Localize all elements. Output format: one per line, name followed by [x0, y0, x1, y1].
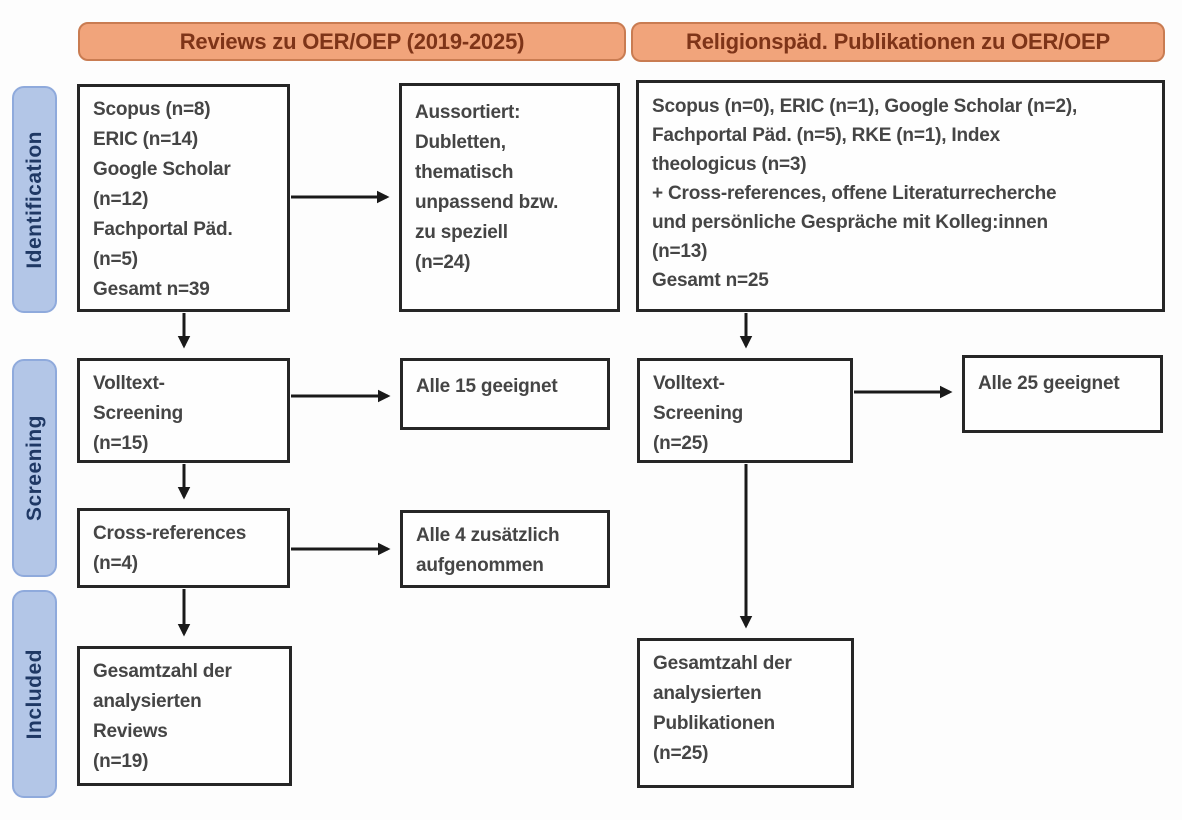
box-right-fulltext-result: Alle 25 geeignet — [962, 355, 1163, 433]
box-left-included: Gesamtzahl der analysierten Reviews (n=1… — [77, 646, 292, 786]
stage-identification: Identification — [12, 86, 57, 313]
box-left-excluded: Aussortiert: Dubletten, thematisch unpas… — [399, 83, 620, 312]
box-left-fulltext-result: Alle 15 geeignet — [400, 358, 610, 430]
box-left-crossref-result: Alle 4 zusätzlich aufgenommen — [400, 510, 610, 588]
stage-included: Included — [12, 590, 57, 798]
stage-screening: Screening — [12, 359, 57, 577]
box-right-fulltext-screening: Volltext- Screening (n=25) — [637, 358, 853, 463]
column-header-reviews-label: Reviews zu OER/OEP (2019-2025) — [179, 28, 525, 54]
column-header-reviews: Reviews zu OER/OEP (2019-2025) — [78, 22, 626, 61]
box-right-identification: Scopus (n=0), ERIC (n=1), Google Scholar… — [636, 80, 1165, 312]
box-left-crossref: Cross-references (n=4) — [77, 508, 290, 588]
box-left-identification: Scopus (n=8) ERIC (n=14) Google Scholar … — [77, 84, 290, 312]
column-header-religionspaed-label: Religionspäd. Publikationen zu OER/OEP — [686, 29, 1110, 54]
box-right-included: Gesamtzahl der analysierten Publikatione… — [637, 638, 854, 788]
box-left-fulltext-screening: Volltext- Screening (n=15) — [77, 358, 290, 463]
column-header-religionspaed: Religionspäd. Publikationen zu OER/OEP — [631, 22, 1165, 62]
